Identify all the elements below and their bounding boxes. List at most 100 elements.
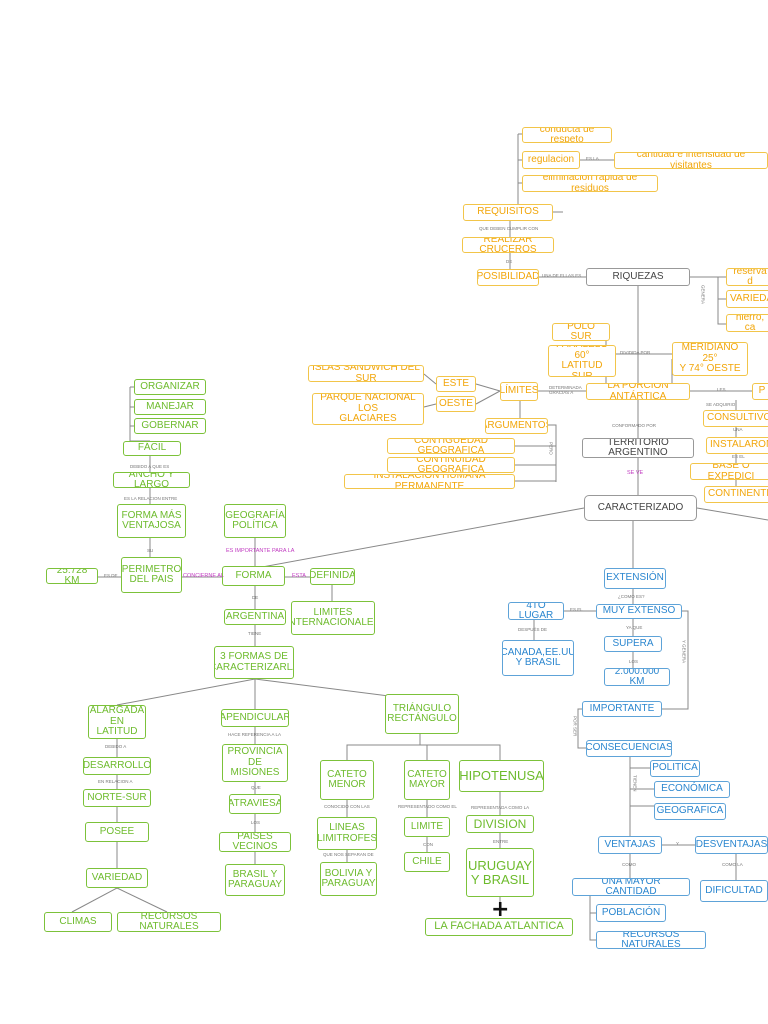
node-argumentos[interactable]: ARGUMENTOS (485, 418, 548, 434)
node-oeste[interactable]: OESTE (436, 396, 476, 412)
node-contiguedad[interactable]: CONTIGUEDAD GEOGRAFICA (387, 438, 515, 454)
node-forma-ventajosa[interactable]: FORMA MÁS VENTAJOSA (117, 504, 186, 538)
node-norte-sur[interactable]: NORTE-SUR (83, 789, 151, 807)
node-este[interactable]: ESTE (436, 376, 476, 392)
node-alargada[interactable]: ALARGADA EN LATITUD (88, 705, 146, 739)
node-recursos-naturales-blue[interactable]: RECURSOS NATURALES (596, 931, 706, 949)
node-regulacion[interactable]: regulacion (522, 151, 580, 169)
node-variedad[interactable]: VARIEDAD (86, 868, 148, 888)
node-km-2000000[interactable]: 2.000.000 KM (604, 668, 670, 686)
node-triangulo[interactable]: TRIÁNGULO RECTÁNGULO (385, 694, 459, 734)
node-argentina[interactable]: ARGENTINA (224, 609, 286, 625)
node-una-mayor-cantidad[interactable]: UNA MAYOR CANTIDAD (572, 878, 690, 896)
node-muy-extenso[interactable]: MUY EXTENSO (596, 604, 682, 619)
node-parque[interactable]: PARQUE NACIONAL LOS GLACIARES (312, 393, 424, 425)
connector (245, 507, 585, 571)
node-islas-sandwich[interactable]: ISLAS SANDWICH DEL SUR (308, 365, 424, 382)
node-fachada-atlantica[interactable]: LA FACHADA ATLANTICA (425, 918, 573, 936)
label-en-relacion: EN RELACION A (98, 779, 133, 784)
node-caracterizado[interactable]: CARACTERIZADO (584, 495, 697, 521)
connector (346, 744, 501, 760)
node-forma[interactable]: FORMA (222, 566, 285, 586)
node-recursos-naturales-green[interactable]: RECURSOS NATURALES (117, 912, 221, 932)
node-hipotenusa[interactable]: HIPOTENUSA (459, 760, 544, 792)
node-territorio[interactable]: TERRITORIO ARGENTINO (582, 438, 694, 458)
label-representada: REPRESENTADA COMO LA (471, 805, 530, 810)
label-una-de: UNA DE ELLAS ES (542, 273, 582, 278)
node-porcion-antartica[interactable]: LA PORCION ANTÁRTICA (586, 383, 690, 400)
label-que-nos-separan: QUE NOS SEPARAN DE (323, 852, 374, 857)
node-instalaron[interactable]: INSTALARON (706, 437, 768, 454)
node-limite[interactable]: LIMITE (404, 817, 450, 837)
node-geografica[interactable]: GEOGRAFICA (654, 803, 726, 820)
node-brasil-paraguay[interactable]: BRASIL Y PARAGUAY (225, 864, 285, 896)
node-perimetro[interactable]: PERIMETRO DEL PAIS (121, 557, 182, 593)
node-provincia-misiones[interactable]: PROVINCIA DE MISIONES (222, 744, 288, 782)
node-division[interactable]: DIVISION (466, 815, 534, 833)
node-requisitos[interactable]: REQUISITOS (463, 204, 553, 221)
node-importante[interactable]: IMPORTANTE (582, 701, 662, 717)
node-cantidad-intensidad[interactable]: cantidad e intensidad de visitantes (614, 152, 768, 169)
node-consecuencias[interactable]: CONSECUENCIAS (586, 740, 672, 757)
node-desarrollo[interactable]: DESARROLLO (83, 757, 151, 775)
node-posibilidad[interactable]: POSIBILIDAD (477, 269, 539, 286)
label-les: LES (717, 387, 726, 392)
node-eliminacion[interactable]: eliminación rápida de residuos (522, 175, 658, 192)
node-paralelo[interactable]: PARALELO 60° LATITUD SUR (548, 345, 616, 377)
label-es-la-relacion: ES LA RELACION ENTRE (124, 496, 178, 501)
node-atraviesa[interactable]: ATRAVIESA (229, 794, 281, 814)
node-gobernar[interactable]: GOBERNAR (134, 418, 206, 434)
node-apendicular[interactable]: APENDICULAR (221, 709, 289, 727)
node-paises-vecinos[interactable]: PAISES VECINOS (219, 832, 291, 852)
node-p-right[interactable]: P (752, 383, 768, 400)
node-posee[interactable]: POSEE (85, 822, 149, 842)
node-extension[interactable]: EXTENSIÓN (604, 568, 666, 589)
node-meridiano[interactable]: MERIDIANO 25° Y 74° OESTE (672, 342, 748, 376)
node-continuidad[interactable]: CONTINUIDAD GEOGRAFICA (387, 457, 515, 473)
node-tres-formas[interactable]: 3 FORMAS DE CARACTERIZARLA (214, 646, 294, 679)
node-uruguay-brasil[interactable]: URUGUAY Y BRASIL (466, 848, 534, 897)
node-politica[interactable]: POLITICA (650, 760, 700, 777)
label-pero: PERO (548, 442, 554, 455)
node-facil[interactable]: FÁCIL (123, 441, 181, 456)
node-instalacion[interactable]: INSTALACIÓN HUMANA PERMANENTE (344, 474, 515, 489)
label-determinada: DETERMINADA GRACIAS A (549, 385, 582, 395)
node-limites[interactable]: LÍMITES (500, 382, 538, 401)
node-cateto-menor[interactable]: CATETO MENOR (320, 760, 374, 800)
node-riquezas[interactable]: RIQUEZAS (586, 268, 690, 286)
label-de2: DE (252, 595, 259, 600)
node-cateto-mayor[interactable]: CATETO MAYOR (404, 760, 450, 800)
node-km-25728[interactable]: 25.728 KM (46, 568, 98, 584)
node-limites-internacionales[interactable]: LIMITES INTERNACIONALES (291, 601, 375, 635)
node-bolivia-paraguay[interactable]: BOLIVIA Y PARAGUAY (320, 862, 377, 896)
node-reserva[interactable]: reserva d (726, 268, 768, 286)
node-continente[interactable]: CONTINENTE (704, 486, 768, 503)
node-poblacion[interactable]: POBLACIÓN (596, 904, 666, 922)
label-por-ser: POR SER (572, 716, 578, 737)
node-ventajas[interactable]: VENTAJAS (598, 836, 662, 854)
node-variedad-right[interactable]: VARIEDAD (726, 290, 768, 308)
connector (690, 276, 726, 325)
node-chile[interactable]: CHILE (404, 852, 450, 872)
node-definida[interactable]: DEFINIDA (310, 568, 355, 585)
node-geografia-politica[interactable]: GEOGRAFÍA POLÍTICA (224, 504, 286, 538)
node-conducta[interactable]: conducta de respeto (522, 127, 612, 143)
node-desventajas[interactable]: DESVENTAJAS (695, 836, 768, 854)
node-base[interactable]: BASE O EXPEDICI (690, 463, 768, 480)
node-dificultad[interactable]: DIFICULTAD (700, 880, 768, 902)
node-ancho-largo[interactable]: ANCHO Y LARGO (113, 472, 190, 488)
node-economica[interactable]: ECONÓMICA (654, 781, 730, 798)
node-realizar-cruceros[interactable]: REALIZAR CRUCEROS (462, 237, 554, 253)
node-consultivos[interactable]: CONSULTIVOS (703, 410, 768, 427)
node-lineas-limitrofes[interactable]: LINEAS LIMITROFES (317, 817, 377, 850)
node-cuarto-lugar[interactable]: 4TO LUGAR (508, 602, 564, 620)
label-es-el2: ES EL (732, 454, 745, 459)
node-hierro[interactable]: hierro, ca (726, 314, 768, 332)
node-polo-sur[interactable]: POLO SUR (552, 323, 610, 341)
node-supera[interactable]: SUPERA (604, 636, 662, 652)
node-climas[interactable]: CLIMAS (44, 912, 112, 932)
node-manejar[interactable]: MANEJAR (134, 399, 206, 415)
node-organizar[interactable]: ORGANIZAR (134, 379, 206, 395)
node-canada[interactable]: CANADA,EE.UU Y BRASIL (502, 640, 574, 676)
label-concierne: CONCIERNE AL (183, 573, 224, 579)
